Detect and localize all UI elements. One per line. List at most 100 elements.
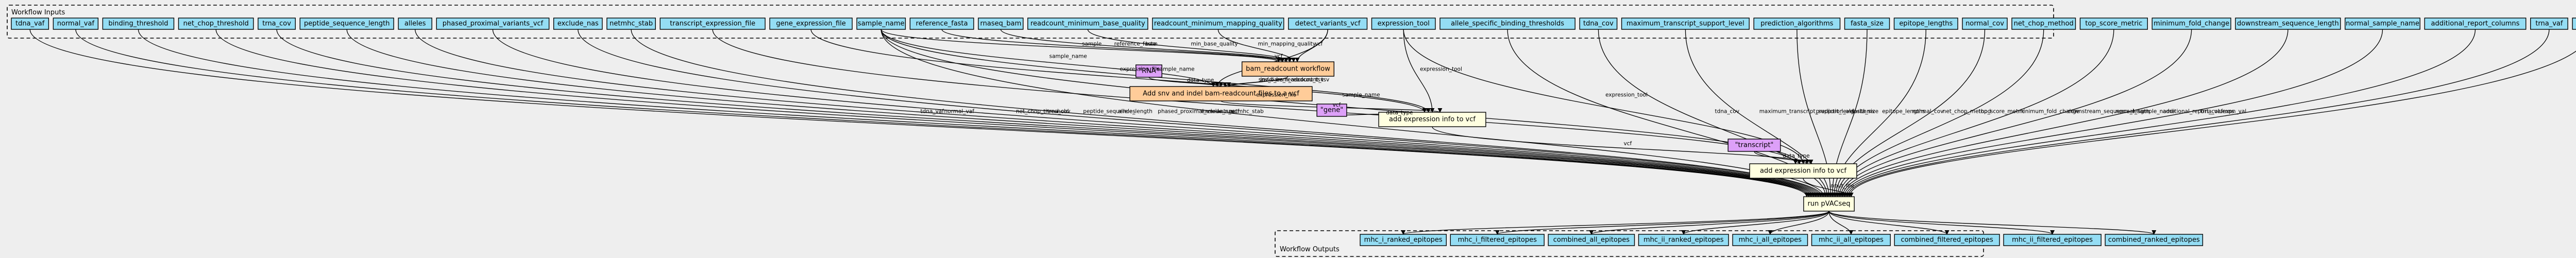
input-node-binding-threshold[interactable]: binding_threshold: [102, 18, 175, 30]
edge-label: trna_cov: [1047, 109, 1071, 115]
output-node-combined-filtered-epitopes[interactable]: combined_filtered_epitopes: [1894, 234, 2000, 246]
input-node-tdna-cov[interactable]: tdna_cov: [1579, 18, 1618, 30]
input-node-phased-proximal-variants-vcf[interactable]: phased_proximal_variants_vcf: [436, 18, 550, 30]
edge-in-rnaseq-bam-to-bam-readcount: [1000, 29, 1289, 62]
input-node-net-chop-method[interactable]: net_chop_method: [2011, 18, 2076, 30]
output-node-mhc-i-all-epitopes[interactable]: mhc_i_all_epitopes: [1732, 234, 1808, 246]
step-node-label: add expression info to vcf: [1389, 116, 1476, 124]
input-node-label: readcount_minimum_mapping_quality: [1154, 20, 1282, 28]
output-node-label: mhc_ii_ranked_epitopes: [1643, 236, 1724, 244]
edge-label: bam: [1145, 41, 1157, 47]
step-node-box[interactable]: [1378, 112, 1486, 127]
input-node-exclude-nas[interactable]: exclude_nas: [553, 18, 603, 30]
edge-in-minimum-fold-change-to-pvacseq: [1838, 29, 2192, 197]
edge-label: tdna_vaf: [921, 109, 944, 115]
input-node-epitope-lengths[interactable]: epitope_lengths: [1893, 18, 1958, 30]
input-node-detect-variants-vcf[interactable]: detect_variants_vcf: [1288, 18, 1368, 30]
edge-in-sample-name-to-bam-readcount: [880, 29, 1281, 62]
input-node-alleles[interactable]: alleles: [398, 18, 433, 30]
output-node-mhc-ii-all-epitopes[interactable]: mhc_ii_all_epitopes: [1811, 234, 1891, 246]
edge-label: reference_fasta: [1114, 41, 1157, 47]
output-node-label: mhc_i_all_epitopes: [1739, 236, 1802, 244]
step-node-box[interactable]: [1803, 196, 1855, 212]
input-node-label: rnaseq_bam: [980, 20, 1022, 28]
default-value-label: "gene": [1320, 107, 1343, 114]
step-node-bam-readcount[interactable]: bam_readcount workflow: [1241, 61, 1334, 77]
edges-layer: [29, 29, 2576, 235]
edge-label: min_base_quality: [1191, 41, 1238, 47]
input-node-sample-name[interactable]: sample_name: [856, 18, 906, 30]
input-node-label: readcount_minimum_base_quality: [1030, 20, 1145, 28]
edge-label: sample_name: [1342, 92, 1380, 98]
inputs-cluster-label: Workflow Inputs: [11, 9, 65, 16]
edge-in-tdna-vaf-to-pvacseq: [29, 29, 1809, 197]
input-node-allele-specific-binding-thresholds[interactable]: allele_specific_binding_thresholds: [1439, 18, 1575, 30]
input-node-label: normal_vaf: [57, 20, 95, 28]
edge-label: netmhc_stab: [1229, 109, 1264, 115]
input-node-minimum-fold-change[interactable]: minimum_fold_change: [2151, 18, 2231, 30]
default-value-label: "transcript": [1735, 142, 1774, 149]
step-node-box[interactable]: [1129, 86, 1313, 101]
input-node-box[interactable]: [2572, 18, 2576, 30]
input-node-top-score-metric[interactable]: top_score_metric: [2079, 18, 2148, 30]
input-node-trna-cov[interactable]: trna_cov: [258, 18, 296, 30]
input-node-net-chop-threshold[interactable]: net_chop_threshold: [178, 18, 254, 30]
output-node-mhc-ii-filtered-epitopes[interactable]: mhc_ii_filtered_epitopes: [2003, 234, 2102, 246]
step-node-box[interactable]: [1241, 61, 1334, 77]
output-node-combined-all-epitopes[interactable]: combined_all_epitopes: [1548, 234, 1635, 246]
input-node-netmhc-stab[interactable]: netmhc_stab: [606, 18, 656, 30]
input-node-normal-cov[interactable]: normal_cov: [1962, 18, 2008, 30]
input-node-label: tdna_vaf: [15, 20, 45, 28]
edge-in-downstream-sequence-length-to-pvacseq: [1840, 29, 2289, 197]
edge-in-binding-threshold-to-pvacseq: [138, 29, 1812, 197]
input-node-readcount-minimum-mapping-quality[interactable]: readcount_minimum_mapping_quality: [1152, 18, 1284, 30]
input-node-expression-tool[interactable]: expression_tool: [1371, 18, 1436, 30]
input-node-label: trna_vaf: [2535, 20, 2563, 28]
input-node-transcript-expression-file[interactable]: transcript_expression_file: [659, 18, 766, 30]
input-node-label: phased_proximal_variants_vcf: [443, 20, 544, 28]
step-node-box[interactable]: [1749, 163, 1857, 179]
default-value-box: [1727, 139, 1781, 152]
edge-label: top_score_metric: [1978, 109, 2025, 115]
input-node-label: reference_fasta: [916, 20, 968, 28]
input-node-additional-report-columns[interactable]: additional_report_columns: [2424, 18, 2527, 30]
input-node-downstream-sequence-length[interactable]: downstream_sequence_length: [2235, 18, 2341, 30]
step-node-label: run pVACseq: [1807, 200, 1850, 208]
edge-label: phased_proximal_variants_vcf: [1158, 109, 1239, 115]
input-node-gene-expression-file[interactable]: gene_expression_file: [769, 18, 853, 30]
input-node-label: normal_sample_name: [2346, 20, 2419, 28]
step-node-add-expr-transcript[interactable]: add expression info to vcf: [1749, 163, 1857, 179]
input-node-expn-val[interactable]: expn_val: [2572, 18, 2576, 30]
output-node-mhc-i-filtered-epitopes[interactable]: mhc_i_filtered_epitopes: [1450, 234, 1545, 246]
default-value-box: [1316, 104, 1347, 117]
input-node-label: maximum_transcript_support_level: [1626, 20, 1744, 28]
edge-in-phased-proximal-variants-vcf-to-pvacseq: [492, 29, 1821, 197]
edge-label: indel_bam_readcount_tsv: [1261, 77, 1330, 83]
input-node-rnaseq-bam[interactable]: rnaseq_bam: [978, 18, 1024, 30]
input-node-label: exclude_nas: [557, 20, 599, 28]
input-node-readcount-minimum-base-quality[interactable]: readcount_minimum_base_quality: [1027, 18, 1148, 30]
input-node-trna-vaf[interactable]: trna_vaf: [2530, 18, 2568, 30]
output-node-mhc-i-ranked-epitopes[interactable]: mhc_i_ranked_epitopes: [1360, 234, 1447, 246]
input-node-normal-vaf[interactable]: normal_vaf: [53, 18, 99, 30]
input-node-tdna-vaf[interactable]: tdna_vaf: [11, 18, 49, 30]
output-node-mhc-ii-ranked-epitopes[interactable]: mhc_ii_ranked_epitopes: [1638, 234, 1729, 246]
input-node-normal-sample-name[interactable]: normal_sample_name: [2345, 18, 2420, 30]
input-node-peptide-sequence-length[interactable]: peptide_sequence_length: [299, 18, 394, 30]
input-node-label: additional_report_columns: [2431, 20, 2519, 28]
edge-label: trna_vaf: [2200, 109, 2223, 115]
edge-pvacseq-to-out-mhc-i-filtered-epitopes: [1495, 211, 1829, 235]
step-node-add-readcounts[interactable]: Add snv and indel bam-readcount files to…: [1129, 86, 1313, 101]
step-node-pvacseq[interactable]: run pVACseq: [1803, 196, 1855, 212]
edge-label: prediction_algorithms: [1816, 109, 1875, 115]
output-node-combined-ranked-epitopes[interactable]: combined_ranked_epitopes: [2105, 234, 2204, 246]
edge-label: snv_bam_readcount_tsv: [1259, 77, 1324, 83]
input-node-label: downstream_sequence_length: [2237, 20, 2339, 28]
input-node-prediction-algorithms[interactable]: prediction_algorithms: [1753, 18, 1841, 30]
default-value-label: "RNA": [1139, 67, 1159, 75]
input-node-fasta-size[interactable]: fasta_size: [1844, 18, 1890, 30]
edge-in-netmhc-stab-to-pvacseq: [631, 29, 1825, 197]
input-node-maximum-transcript-support-level[interactable]: maximum_transcript_support_level: [1621, 18, 1750, 30]
step-node-add-expr-gene[interactable]: add expression info to vcf: [1378, 112, 1486, 127]
input-node-reference-fasta[interactable]: reference_fasta: [909, 18, 974, 30]
